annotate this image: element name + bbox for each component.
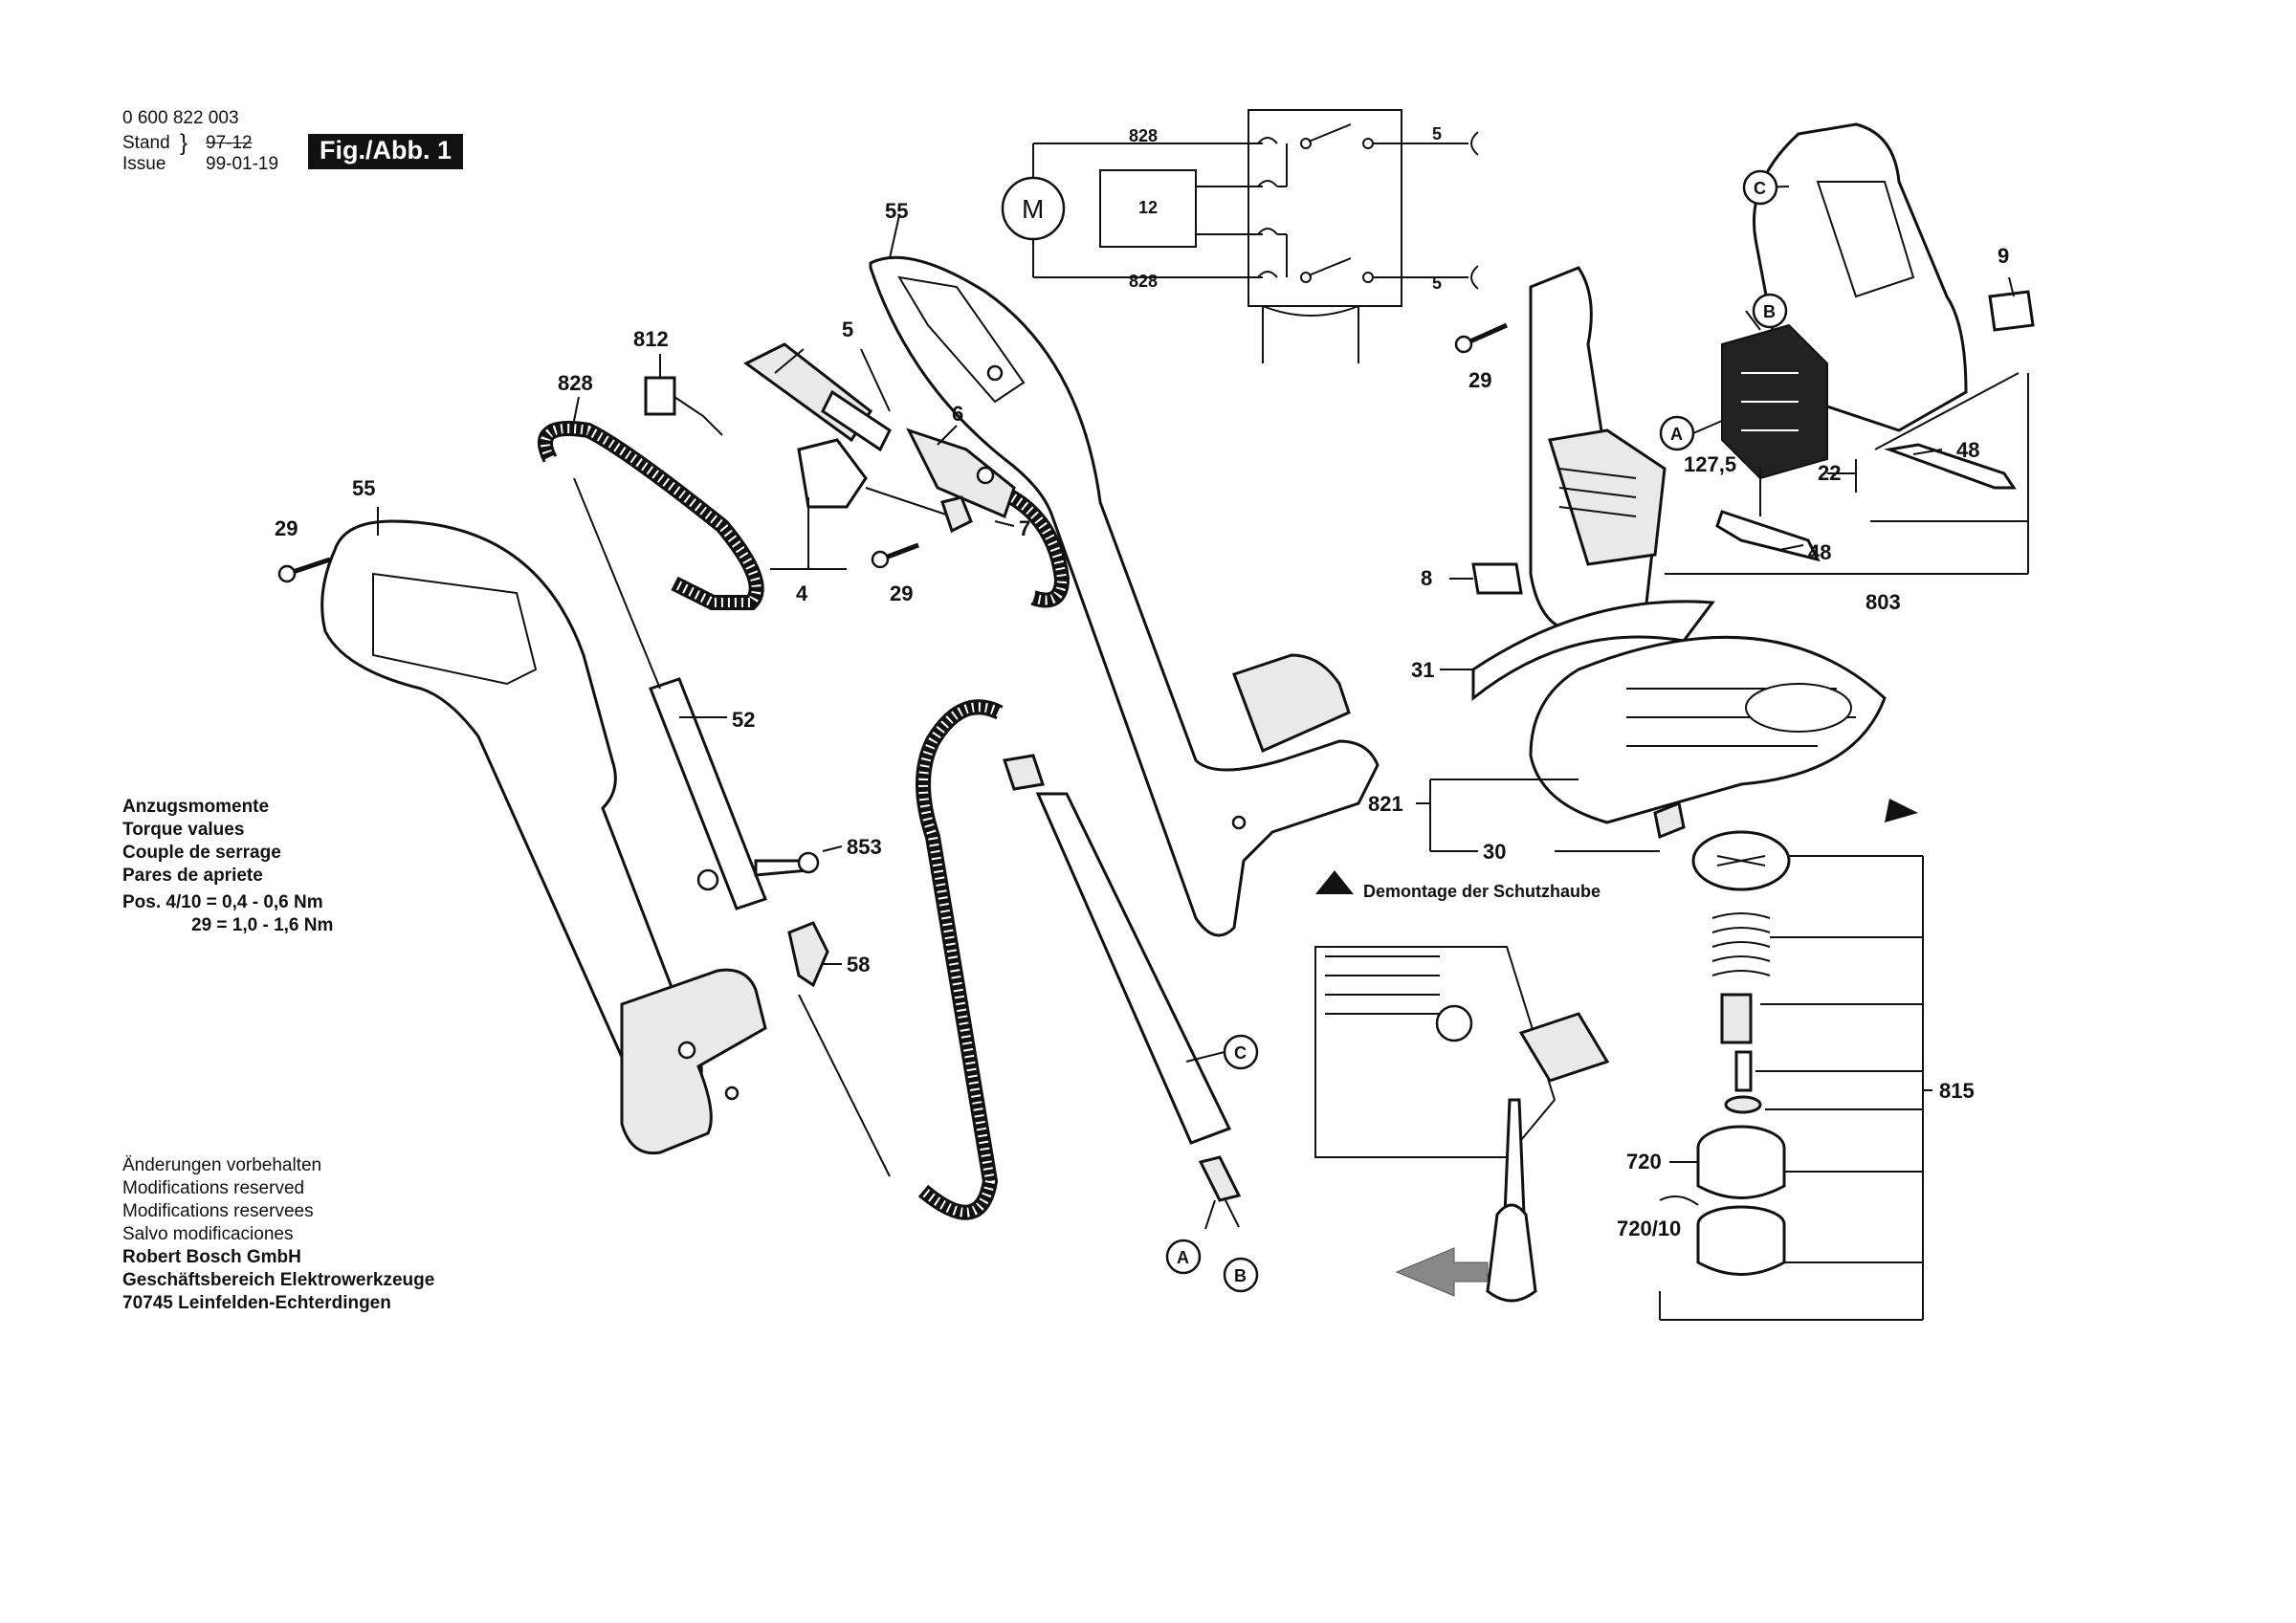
leader-lines	[377, 186, 2029, 1321]
screw-29-mid	[871, 542, 919, 569]
screw-29-left	[277, 557, 331, 583]
stand-value: 97-12	[206, 133, 253, 153]
issue-value: 99-01-19	[206, 154, 279, 174]
torque-value-2: 29 = 1,0 - 1,6 Nm	[191, 915, 334, 935]
motor-label: M	[1022, 194, 1044, 224]
callout-9: 9	[1998, 244, 2009, 268]
svg-text:C: C	[1234, 1043, 1247, 1063]
triangle-marker	[1885, 799, 1918, 822]
callout-815: 815	[1939, 1079, 1975, 1103]
component-box	[1099, 169, 1197, 248]
svg-text:C: C	[1754, 179, 1766, 198]
callout-31: 31	[1411, 658, 1434, 682]
svg-text:B: B	[1763, 302, 1776, 321]
stand-label: Stand	[122, 133, 170, 153]
callout-a-shaft: A	[1165, 1239, 1202, 1275]
callout-828: 828	[558, 371, 593, 395]
figure-label: Fig./Abb. 1	[308, 134, 463, 169]
doc-number: 0 600 822 003	[122, 108, 239, 128]
callout-29-mid: 29	[890, 581, 913, 605]
plate-8	[1471, 562, 1523, 595]
guard-removal-note: Demontage der Schutzhaube	[1363, 882, 1601, 901]
callout-58: 58	[847, 953, 870, 976]
footer-line-de: Änderungen vorbehalten	[122, 1155, 322, 1175]
issue-label: Issue	[122, 154, 166, 174]
spool-stack	[1691, 830, 1791, 1276]
callout-7: 7	[1019, 516, 1030, 540]
switch-housing	[1247, 109, 1402, 307]
wire-bottom-label: 828	[1129, 272, 1158, 291]
callout-55-top: 55	[885, 199, 908, 223]
footer-address: 70745 Leinfelden-Echterdingen	[122, 1293, 391, 1313]
callout-8: 8	[1421, 566, 1432, 590]
out-bottom-label: 5	[1432, 274, 1442, 293]
callout-48-left: 48	[1808, 540, 1831, 564]
plate-48-left	[1715, 510, 1821, 562]
part-7	[940, 495, 973, 534]
callout-c-housing: C	[1742, 169, 1778, 206]
callout-803: 803	[1866, 590, 1901, 614]
switch-part-4	[797, 438, 868, 509]
plug-assembly	[743, 342, 1016, 519]
callout-48-right: 48	[1956, 438, 1979, 462]
torque-line-es: Pares de apriete	[122, 866, 263, 886]
plate-48-right	[1884, 443, 2017, 490]
torque-line-fr: Couple de serrage	[122, 843, 281, 863]
svg-text:A: A	[1177, 1248, 1189, 1267]
out-top-label: 5	[1432, 124, 1442, 143]
callout-720-10: 720/10	[1617, 1217, 1681, 1240]
wiring-schematic: M 828 828 12 5 5	[1001, 109, 1479, 363]
callout-29-right: 29	[1468, 368, 1491, 392]
footer-block: Änderungen vorbehalten Modifications res…	[122, 1154, 434, 1315]
screw-29-right	[1454, 322, 1509, 354]
callout-c-shaft: C	[1223, 1034, 1259, 1070]
callout-821: 821	[1368, 792, 1403, 816]
torque-block: Anzugsmomente Torque values Couple de se…	[122, 796, 333, 937]
triangle-marker-note	[1315, 870, 1354, 894]
wire-top-label: 828	[1129, 126, 1158, 145]
svg-text:B: B	[1234, 1266, 1247, 1285]
callout-812: 812	[633, 327, 669, 351]
callout-127-5: 127,5	[1684, 452, 1736, 476]
clip-58	[787, 921, 829, 988]
callout-29-left: 29	[275, 516, 298, 540]
torque-value-1: Pos. 4/10 = 0,4 - 0,6 Nm	[122, 892, 323, 912]
callout-52: 52	[732, 708, 755, 732]
callout-b-shaft: B	[1223, 1257, 1259, 1293]
callout-720: 720	[1626, 1150, 1662, 1173]
footer-line-es: Salvo modificaciones	[122, 1224, 294, 1244]
component-box-label: 12	[1138, 198, 1158, 217]
callout-22: 22	[1818, 461, 1841, 485]
torque-line-de: Anzugsmomente	[122, 797, 270, 817]
handle-right	[869, 255, 1380, 937]
torque-line-en: Torque values	[122, 820, 245, 840]
brace-icon: }	[180, 130, 188, 156]
guard-821	[1471, 600, 1887, 840]
footer-line-en: Modifications reserved	[122, 1178, 305, 1198]
guard-removal-detail: Demontage der Schutzhaube	[1314, 870, 1610, 1303]
cable-tube-lower	[916, 699, 1004, 1220]
cable-828	[538, 421, 764, 610]
callout-30: 30	[1483, 840, 1506, 864]
callout-4: 4	[796, 581, 808, 605]
rail-52	[649, 677, 767, 910]
handle-left	[320, 519, 767, 1155]
footer-line-fr: Modifications reservees	[122, 1201, 314, 1221]
callout-5: 5	[842, 318, 853, 341]
callout-b-motor: B	[1752, 293, 1788, 329]
callout-a-motor: A	[1659, 415, 1695, 451]
footer-company: Robert Bosch GmbH	[122, 1247, 301, 1267]
svg-text:A: A	[1670, 425, 1683, 444]
callout-6: 6	[952, 402, 963, 426]
plate-9	[1988, 290, 2035, 332]
footer-division: Geschäftsbereich Elektrowerkzeuge	[122, 1270, 435, 1290]
part-812	[644, 376, 676, 416]
callout-853: 853	[847, 835, 882, 859]
shaft-tube	[1003, 754, 1242, 1230]
callout-55-left: 55	[352, 476, 375, 500]
